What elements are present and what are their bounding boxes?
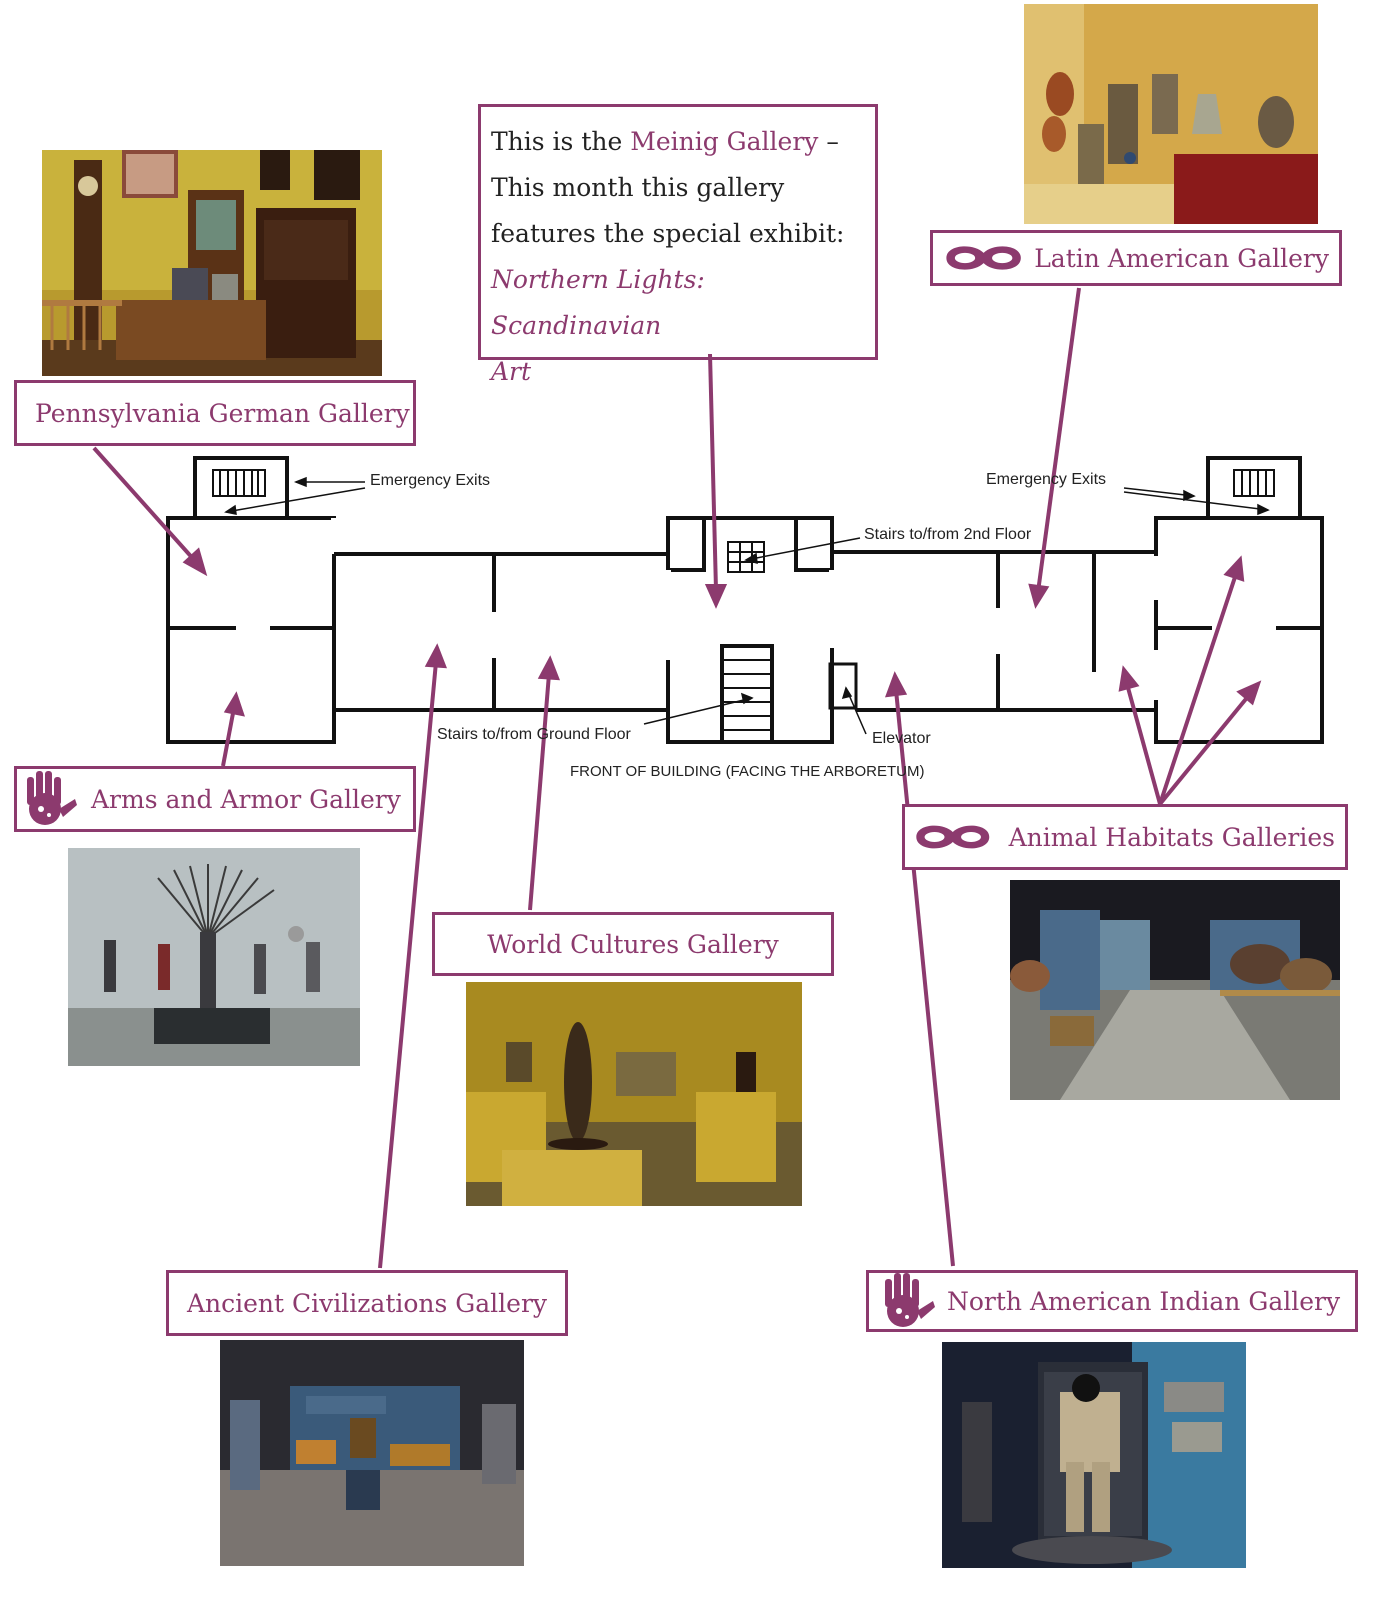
arms-and-armor-photo — [68, 848, 360, 1066]
world-cultures-photo — [466, 982, 802, 1206]
hand-icon — [885, 1273, 935, 1327]
exhibit-title-line1: Northern Lights: Scandinavian — [491, 265, 705, 340]
meinig-line3: features the special exhibit: — [491, 219, 845, 248]
left-exit-block — [193, 456, 289, 520]
latin-american-photo — [1024, 4, 1318, 224]
meinig-gallery-name: Meinig Gallery — [630, 127, 819, 156]
latin-american-gallery-label[interactable]: Latin American Gallery — [930, 230, 1342, 286]
label-text: Ancient Civilizations Gallery — [186, 1288, 548, 1318]
ancient-civilizations-photo — [220, 1340, 524, 1566]
animal-habitats-photo — [1010, 880, 1340, 1100]
label-text: Latin American Gallery — [1034, 243, 1329, 273]
elevator-label: Elevator — [872, 730, 931, 747]
label-text: Animal Habitats Galleries — [1008, 822, 1335, 852]
stairs-2nd-floor-label: Stairs to/from 2nd Floor — [864, 526, 1032, 543]
north-american-indian-photo — [942, 1342, 1246, 1568]
meinig-info-box: This is the Meinig Gallery – This month … — [478, 104, 878, 386]
animal-habitats-galleries-label[interactable]: Animal Habitats Galleries — [902, 804, 1348, 870]
hand-icon — [27, 771, 77, 825]
label-text: North American Indian Gallery — [947, 1286, 1341, 1316]
meinig-line2: This month this gallery — [491, 173, 785, 202]
meinig-line1-end: – — [818, 127, 839, 156]
label-text: Arms and Armor Gallery — [91, 784, 401, 814]
front-of-building-label: FRONT OF BUILDING (FACING THE ARBORETUM) — [570, 763, 925, 780]
mask-icon — [946, 246, 1021, 270]
pennsylvania-german-photo — [42, 150, 382, 376]
emergency-exits-left-label: Emergency Exits — [370, 472, 491, 489]
label-text: Pennsylvania German Gallery — [35, 398, 410, 428]
north-american-indian-gallery-label[interactable]: North American Indian Gallery — [866, 1270, 1358, 1332]
meinig-line1: This is the — [491, 127, 631, 156]
stairs-ground-floor-label: Stairs to/from Ground Floor — [437, 726, 631, 743]
right-exit-block — [1206, 456, 1302, 520]
pennsylvania-german-gallery-label[interactable]: Pennsylvania German Gallery — [14, 380, 416, 446]
arms-and-armor-gallery-label[interactable]: Arms and Armor Gallery — [14, 766, 416, 832]
exhibit-title-line2: Art — [491, 357, 532, 386]
ancient-civilizations-gallery-label[interactable]: Ancient Civilizations Gallery — [166, 1270, 568, 1336]
world-cultures-gallery-label[interactable]: World Cultures Gallery — [432, 912, 834, 976]
emergency-exits-right-label: Emergency Exits — [986, 471, 1107, 488]
mask-icon — [916, 825, 990, 849]
label-text: World Cultures Gallery — [487, 929, 779, 959]
